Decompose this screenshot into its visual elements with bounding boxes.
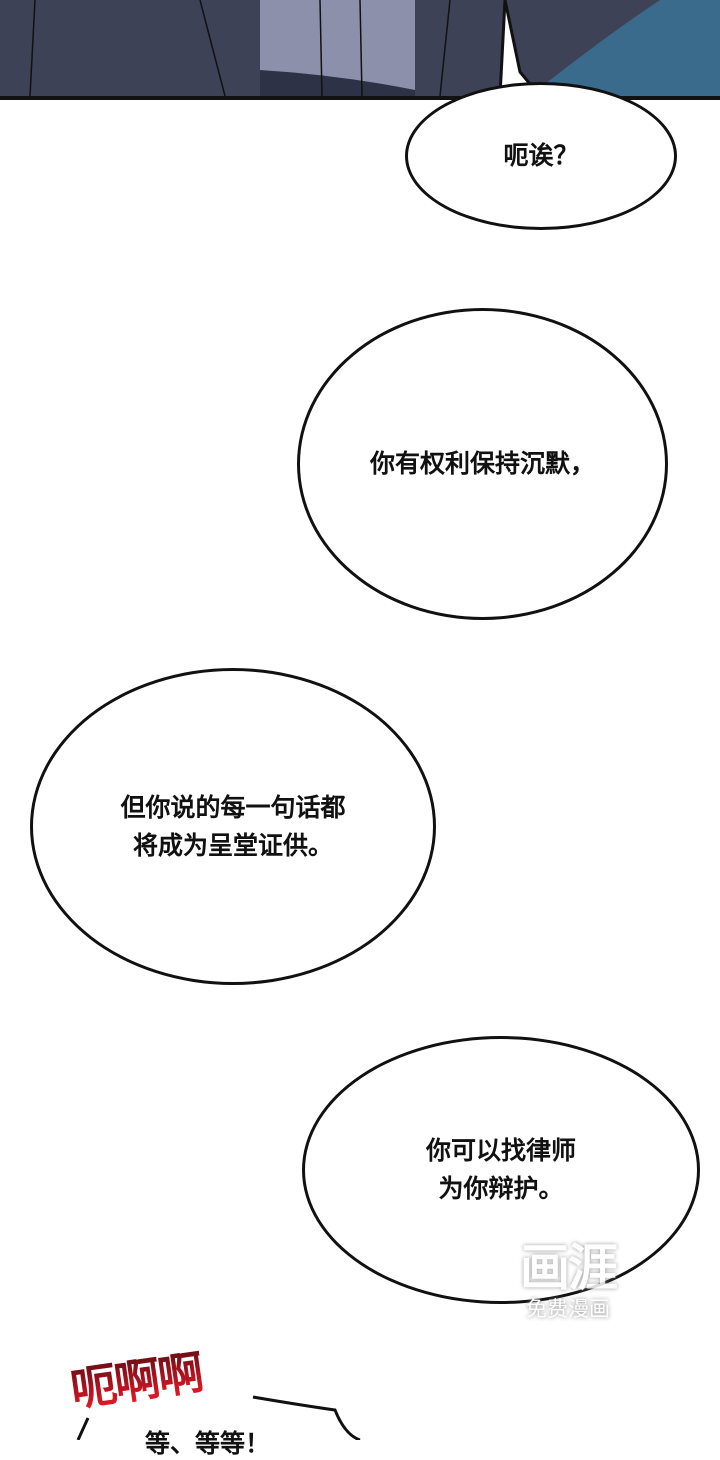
bottom-bubble-text: 等、等等！ <box>145 1429 271 1458</box>
bubble-text: 你可以找律师 <box>425 1136 576 1165</box>
bottom-bubble-outline <box>76 1395 361 1440</box>
speech-bubble-2: 你有权利保持沉默， <box>297 308 668 620</box>
speech-bubble-3: 但你说的每一句话都 将成为呈堂证供。 <box>30 668 436 985</box>
bubble-text: 呃诶？ <box>503 141 579 170</box>
comic-panel-top <box>0 0 720 100</box>
panel-artwork <box>0 0 720 96</box>
watermark-tagline: 免费漫画 <box>526 1297 610 1321</box>
bubble-text: 你有权利保持沉默， <box>369 449 595 478</box>
speech-bubble-4: 你可以找律师 为你辩护。 <box>302 1036 700 1304</box>
bubble-text: 但你说的每一句话都 <box>120 792 346 822</box>
speech-bubble-1: 呃诶？ <box>405 82 677 230</box>
watermark: 画涯 免费漫画 <box>520 1239 618 1322</box>
watermark-logo: 画涯 <box>520 1239 618 1297</box>
bubble-text: 将成为呈堂证供。 <box>132 830 333 860</box>
bubble-text: 为你辩护。 <box>438 1174 564 1203</box>
